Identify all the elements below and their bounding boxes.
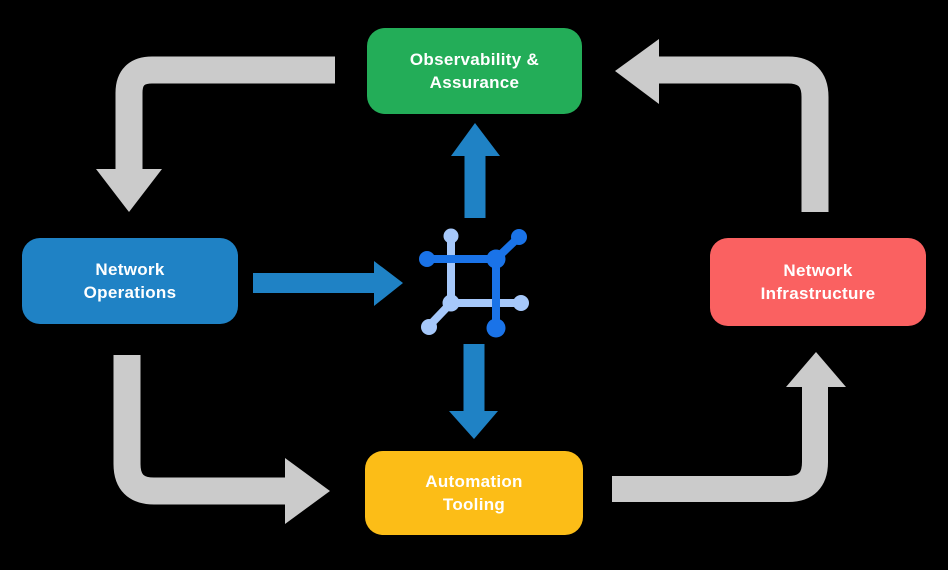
- node-label-line: Assurance: [429, 73, 520, 92]
- node-network-operations: Network Operations: [22, 238, 238, 324]
- node-label-line: Automation: [425, 472, 523, 491]
- cycle-arrow-automation-to-infrastructure: [612, 352, 846, 502]
- flow-arrow-platform-to-automation: [449, 344, 498, 439]
- node-network-infrastructure: Network Infrastructure: [710, 238, 926, 326]
- cycle-arrow-operations-to-automation: [113, 355, 330, 524]
- cycle-arrow-infrastructure-to-observability: [615, 39, 829, 212]
- flow-arrow-platform-to-observability: [451, 123, 500, 218]
- flow-arrow-operations-to-platform: [253, 261, 403, 306]
- cycle-arrow-observability-to-operations: [96, 56, 335, 212]
- network-platform-icon: [419, 228, 529, 338]
- node-label-line: Observability &: [409, 50, 540, 69]
- node-label-line: Network: [783, 261, 853, 280]
- node-automation-tooling: Automation Tooling: [365, 451, 583, 535]
- node-label-line: Network: [95, 260, 165, 279]
- node-label-line: Infrastructure: [760, 284, 876, 303]
- node-label-line: Tooling: [442, 495, 506, 514]
- node-label-line: Operations: [83, 283, 177, 302]
- node-observability-assurance: Observability & Assurance: [367, 28, 582, 114]
